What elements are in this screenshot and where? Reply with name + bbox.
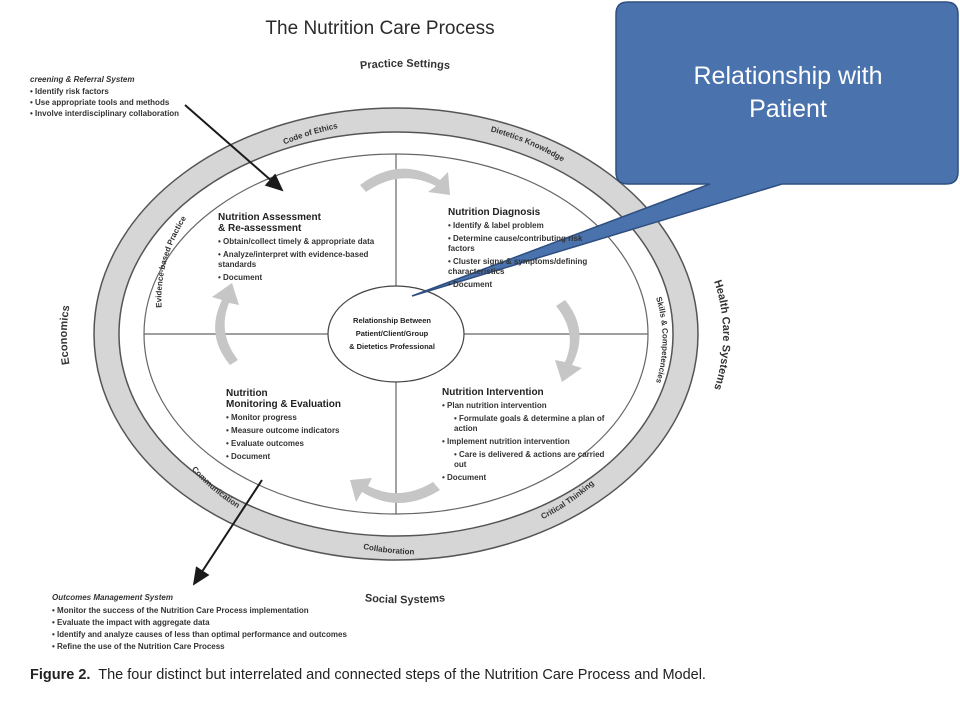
monitoring-item: Monitor progress [226, 413, 386, 423]
callout-line2: Patient [749, 95, 827, 123]
cycle-arrow-left [212, 283, 239, 365]
quadrant-monitoring: Nutrition Monitoring & Evaluation Monito… [226, 388, 386, 465]
assessment-item: Obtain/collect timely & appropriate data [218, 237, 393, 247]
assessment-item: Analyze/interpret with evidence-based st… [218, 250, 393, 270]
screening-header: creening & Referral System [30, 75, 135, 84]
monitoring-item: Document [226, 452, 386, 462]
screening-item: Use appropriate tools and methods [30, 97, 270, 108]
quadrant-diagnosis: Nutrition Diagnosis Identify & label pro… [448, 207, 598, 293]
diagnosis-item: Document [448, 280, 598, 290]
callout-text: Relationship with Patient [628, 60, 948, 126]
arrow-screening-to-assessment [184, 104, 284, 192]
intervention-item: Implement nutrition intervention [442, 437, 612, 447]
assessment-title: Nutrition Assessment & Re-assessment [218, 212, 321, 234]
diagnosis-item: Cluster signs & symptoms/defining charac… [448, 257, 598, 277]
assessment-item: Document [218, 273, 393, 283]
monitoring-item: Measure outcome indicators [226, 426, 386, 436]
label-social-systems: Social Systems [364, 592, 445, 606]
figure-caption: Figure 2. The four distinct but interrel… [30, 665, 730, 685]
center-relationship-ellipse [327, 285, 465, 383]
outcomes-header: Outcomes Management System [52, 593, 173, 602]
intervention-item: Plan nutrition intervention [442, 401, 612, 411]
outcomes-item: Identify and analyze causes of less than… [52, 629, 472, 641]
center-relationship-text: Relationship Between Patient/Client/Grou… [349, 316, 435, 351]
figure-label: Figure 2. [30, 667, 91, 683]
diagnosis-title: Nutrition Diagnosis [448, 207, 541, 218]
quadrant-assessment: Nutrition Assessment & Re-assessment Obt… [218, 212, 393, 286]
intervention-subitem: Care is delivered & actions are carried … [442, 450, 612, 470]
arrow-monitoring-to-outcomes [192, 479, 263, 586]
monitoring-title: Nutrition Monitoring & Evaluation [226, 388, 341, 410]
label-economics: Economics [58, 304, 73, 365]
quadrant-intervention: Nutrition Intervention Plan nutrition in… [442, 387, 612, 486]
outcomes-management-system: Outcomes Management System Monitor the s… [52, 592, 472, 653]
outcomes-item: Monitor the success of the Nutrition Car… [52, 605, 472, 617]
outcomes-item: Evaluate the impact with aggregate data [52, 617, 472, 629]
cycle-arrow-bottom [350, 478, 440, 504]
intervention-subitem: Formulate goals & determine a plan of ac… [442, 414, 612, 434]
cycle-arrow-top [360, 168, 450, 195]
screening-referral-system: creening & Referral System Identify risk… [30, 74, 270, 119]
screening-item: Identify risk factors [30, 86, 270, 97]
screening-item: Involve interdisciplinary collaboration [30, 108, 270, 119]
cycle-arrow-right [555, 300, 582, 382]
figure-caption-text: The four distinct but interrelated and c… [98, 667, 706, 683]
intervention-item: Document [442, 473, 612, 483]
label-practice-settings: Practice Settings [359, 58, 450, 72]
intervention-title: Nutrition Intervention [442, 387, 544, 398]
diagnosis-item: Determine cause/contributing risk factor… [448, 234, 598, 254]
callout-line1: Relationship with [693, 62, 883, 90]
label-health-care-systems: Health Care Systems [711, 278, 732, 391]
monitoring-item: Evaluate outcomes [226, 439, 386, 449]
diagram-title: The Nutrition Care Process [265, 18, 495, 39]
outcomes-item: Refine the use of the Nutrition Care Pro… [52, 641, 472, 653]
diagnosis-item: Identify & label problem [448, 221, 598, 231]
